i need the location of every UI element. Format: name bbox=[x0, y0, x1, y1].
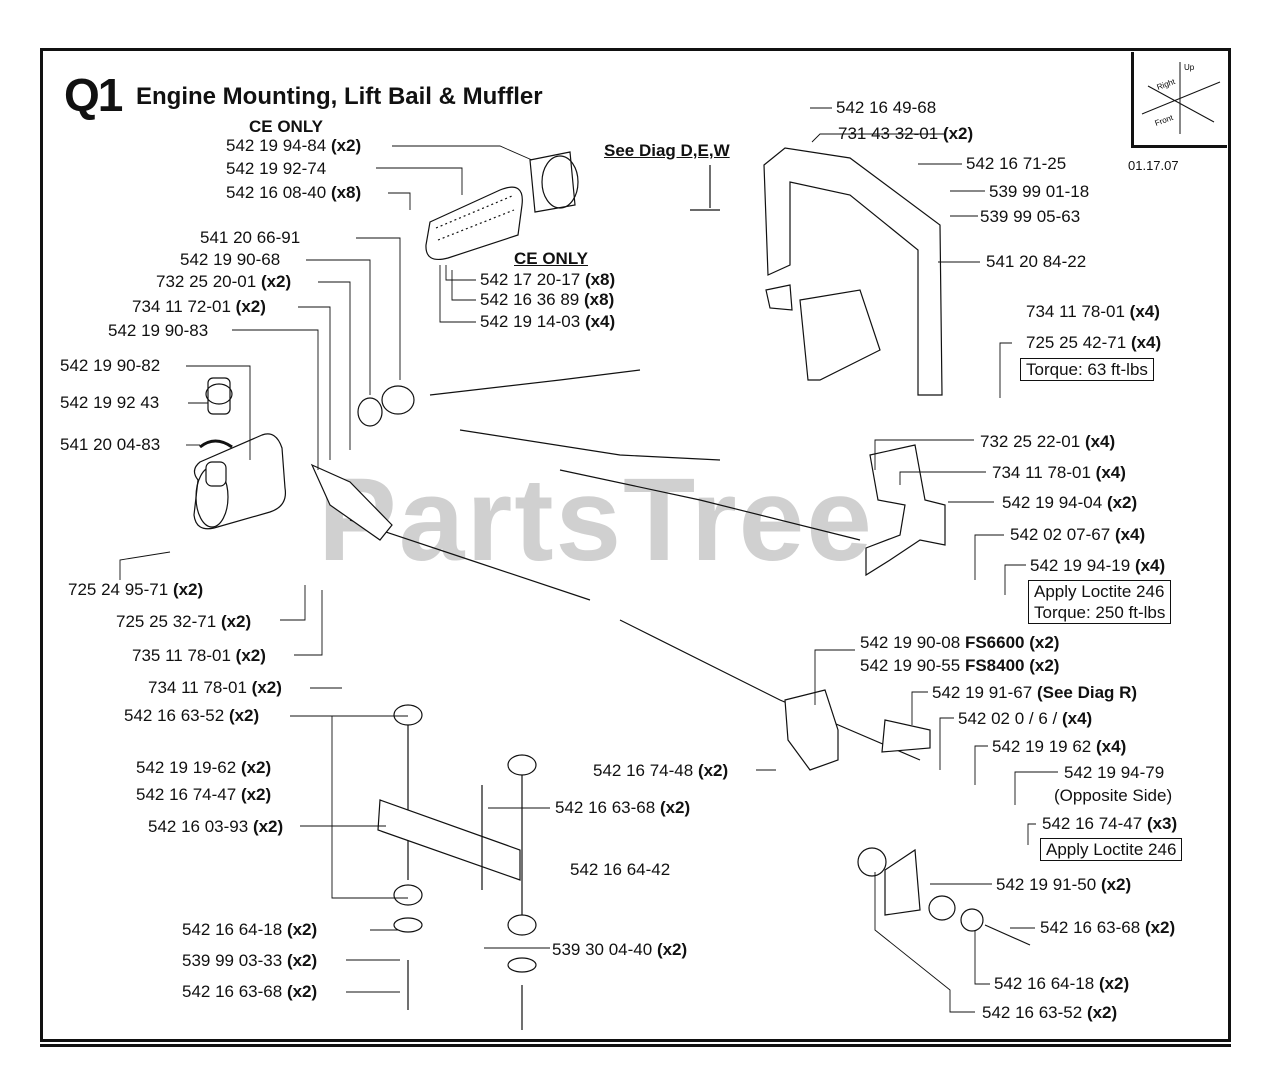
part-label: 542 16 63-68 (x2) bbox=[555, 798, 691, 817]
part-label: 542 02 0 / 6 / (x4) bbox=[958, 709, 1093, 728]
part-label: 542 19 14-03 (x4) bbox=[480, 312, 616, 331]
part-label: 541 20 04-83 bbox=[60, 435, 161, 454]
part-label: 542 16 64-42 bbox=[570, 860, 671, 879]
lift-bail-bracket bbox=[865, 444, 946, 577]
diagram-title: Engine Mounting, Lift Bail & Muffler bbox=[136, 83, 543, 110]
loctite-torque-note: Apply Loctite 246 Torque: 250 ft-lbs bbox=[1028, 580, 1172, 624]
part-label: 542 16 74-47 (x3) bbox=[1042, 814, 1178, 833]
part-label: 734 11 78-01 (x4) bbox=[1026, 302, 1160, 321]
part-label: 732 25 22-01 (x4) bbox=[980, 432, 1116, 451]
part-label: 734 11 78-01 (x2) bbox=[148, 678, 282, 697]
part-label: 735 11 78-01 (x2) bbox=[132, 646, 266, 665]
ce-only-header-muffler: CE ONLY bbox=[249, 117, 324, 136]
frame-outline-line bbox=[429, 369, 641, 396]
part-label: 732 25 20-01 (x2) bbox=[156, 272, 292, 291]
date-code: 01.17.07 bbox=[1128, 158, 1179, 173]
part-label: 542 16 74-48 (x2) bbox=[593, 761, 729, 780]
ce-spark-arrestor bbox=[529, 151, 579, 213]
part-label: 542 16 63-68 (x2) bbox=[1040, 918, 1176, 937]
part-label: 542 19 90-82 bbox=[60, 356, 161, 375]
part-label: 725 25 32-71 (x2) bbox=[116, 612, 252, 631]
part-label: 542 16 71-25 bbox=[966, 154, 1067, 173]
diagram-code: Q1 bbox=[64, 69, 123, 121]
part-label: 542 19 90-55 FS8400 (x2) bbox=[860, 656, 1060, 675]
part-label: 542 16 36 89 (x8) bbox=[480, 290, 615, 309]
part-label: 542 19 90-83 bbox=[108, 321, 209, 340]
part-label: 725 25 42-71 (x4) bbox=[1026, 333, 1162, 352]
frame-outline-line bbox=[559, 469, 861, 541]
compass-icon: Up Right Front bbox=[1131, 52, 1227, 148]
part-label: 734 11 78-01 (x4) bbox=[992, 463, 1126, 482]
part-label: 542 16 63-52 (x2) bbox=[124, 706, 260, 725]
part-label: 542 16 63-52 (x2) bbox=[982, 1003, 1118, 1022]
part-label: 542 19 91-67 (See Diag R) bbox=[932, 683, 1138, 702]
part-label: 542 19 94-19 (x4) bbox=[1030, 556, 1166, 575]
diagram-frame bbox=[40, 48, 1231, 1042]
part-label: 539 99 03-33 (x2) bbox=[182, 951, 318, 970]
part-label: 542 16 64-18 (x2) bbox=[994, 974, 1130, 993]
part-label: 542 16 64-18 (x2) bbox=[182, 920, 318, 939]
frame-outline-line bbox=[619, 619, 921, 761]
engine-mount-left bbox=[377, 704, 521, 1010]
part-label: 725 24 95-71 (x2) bbox=[68, 580, 204, 599]
part-label: 542 19 94-84 (x2) bbox=[226, 136, 362, 155]
part-label: 542 19 94-04 (x2) bbox=[1002, 493, 1138, 512]
muffler-bracket bbox=[310, 463, 393, 541]
loctite-note: Apply Loctite 246 bbox=[1040, 838, 1183, 861]
lift-bail bbox=[763, 147, 943, 396]
part-label: 542 19 91-50 (x2) bbox=[996, 875, 1132, 894]
exhaust-pipe-clamp bbox=[199, 377, 415, 449]
bottom-rule bbox=[40, 1044, 1231, 1047]
part-label: 734 11 72-01 (x2) bbox=[132, 297, 266, 316]
ce-only-header-bolts: CE ONLY bbox=[514, 249, 589, 268]
frame-outline-line bbox=[349, 519, 591, 601]
muffler-body bbox=[193, 433, 287, 530]
part-label: 541 20 66-91 bbox=[200, 228, 301, 247]
frame-outline-line bbox=[459, 429, 721, 461]
part-label: 542 19 19 62 (x4) bbox=[992, 737, 1127, 756]
part-label: 542 19 90-08 FS6600 (x2) bbox=[860, 633, 1060, 652]
part-label: 542 19 94-79 bbox=[1064, 763, 1165, 782]
part-label: 542 16 03-93 (x2) bbox=[148, 817, 284, 836]
engine-bracket-right bbox=[784, 689, 931, 771]
part-label: 542 16 08-40 (x8) bbox=[226, 183, 362, 202]
muffler-heat-shield bbox=[425, 186, 523, 261]
part-label: 542 19 19-62 (x2) bbox=[136, 758, 272, 777]
part-label: 542 16 63-68 (x2) bbox=[182, 982, 318, 1001]
part-label: 539 99 01-18 bbox=[989, 182, 1090, 201]
part-label: 542 19 92 43 bbox=[60, 393, 160, 412]
torque-63-note: Torque: 63 ft-lbs bbox=[1020, 358, 1154, 381]
part-label: 731 43 32-01 (x2) bbox=[838, 124, 974, 143]
part-label: 542 19 90-68 bbox=[180, 250, 281, 269]
part-label: 539 99 05-63 bbox=[980, 207, 1081, 226]
part-label: 541 20 84-22 bbox=[986, 252, 1087, 271]
part-label: 539 30 04-40 (x2) bbox=[552, 940, 688, 959]
part-label: 542 16 74-47 (x2) bbox=[136, 785, 272, 804]
part-label: 542 02 07-67 (x4) bbox=[1010, 525, 1146, 544]
engine-mount-rear bbox=[857, 847, 1031, 946]
svg-text:Up: Up bbox=[1184, 63, 1195, 72]
part-label: 542 19 92-74 bbox=[226, 159, 327, 178]
see-diag-header: See Diag D,E,W bbox=[604, 141, 730, 160]
part-label: 542 17 20-17 (x8) bbox=[480, 270, 616, 289]
engine-mount-right bbox=[481, 754, 537, 1030]
part-label: (Opposite Side) bbox=[1054, 786, 1173, 805]
part-label: 542 16 49-68 bbox=[836, 98, 937, 117]
